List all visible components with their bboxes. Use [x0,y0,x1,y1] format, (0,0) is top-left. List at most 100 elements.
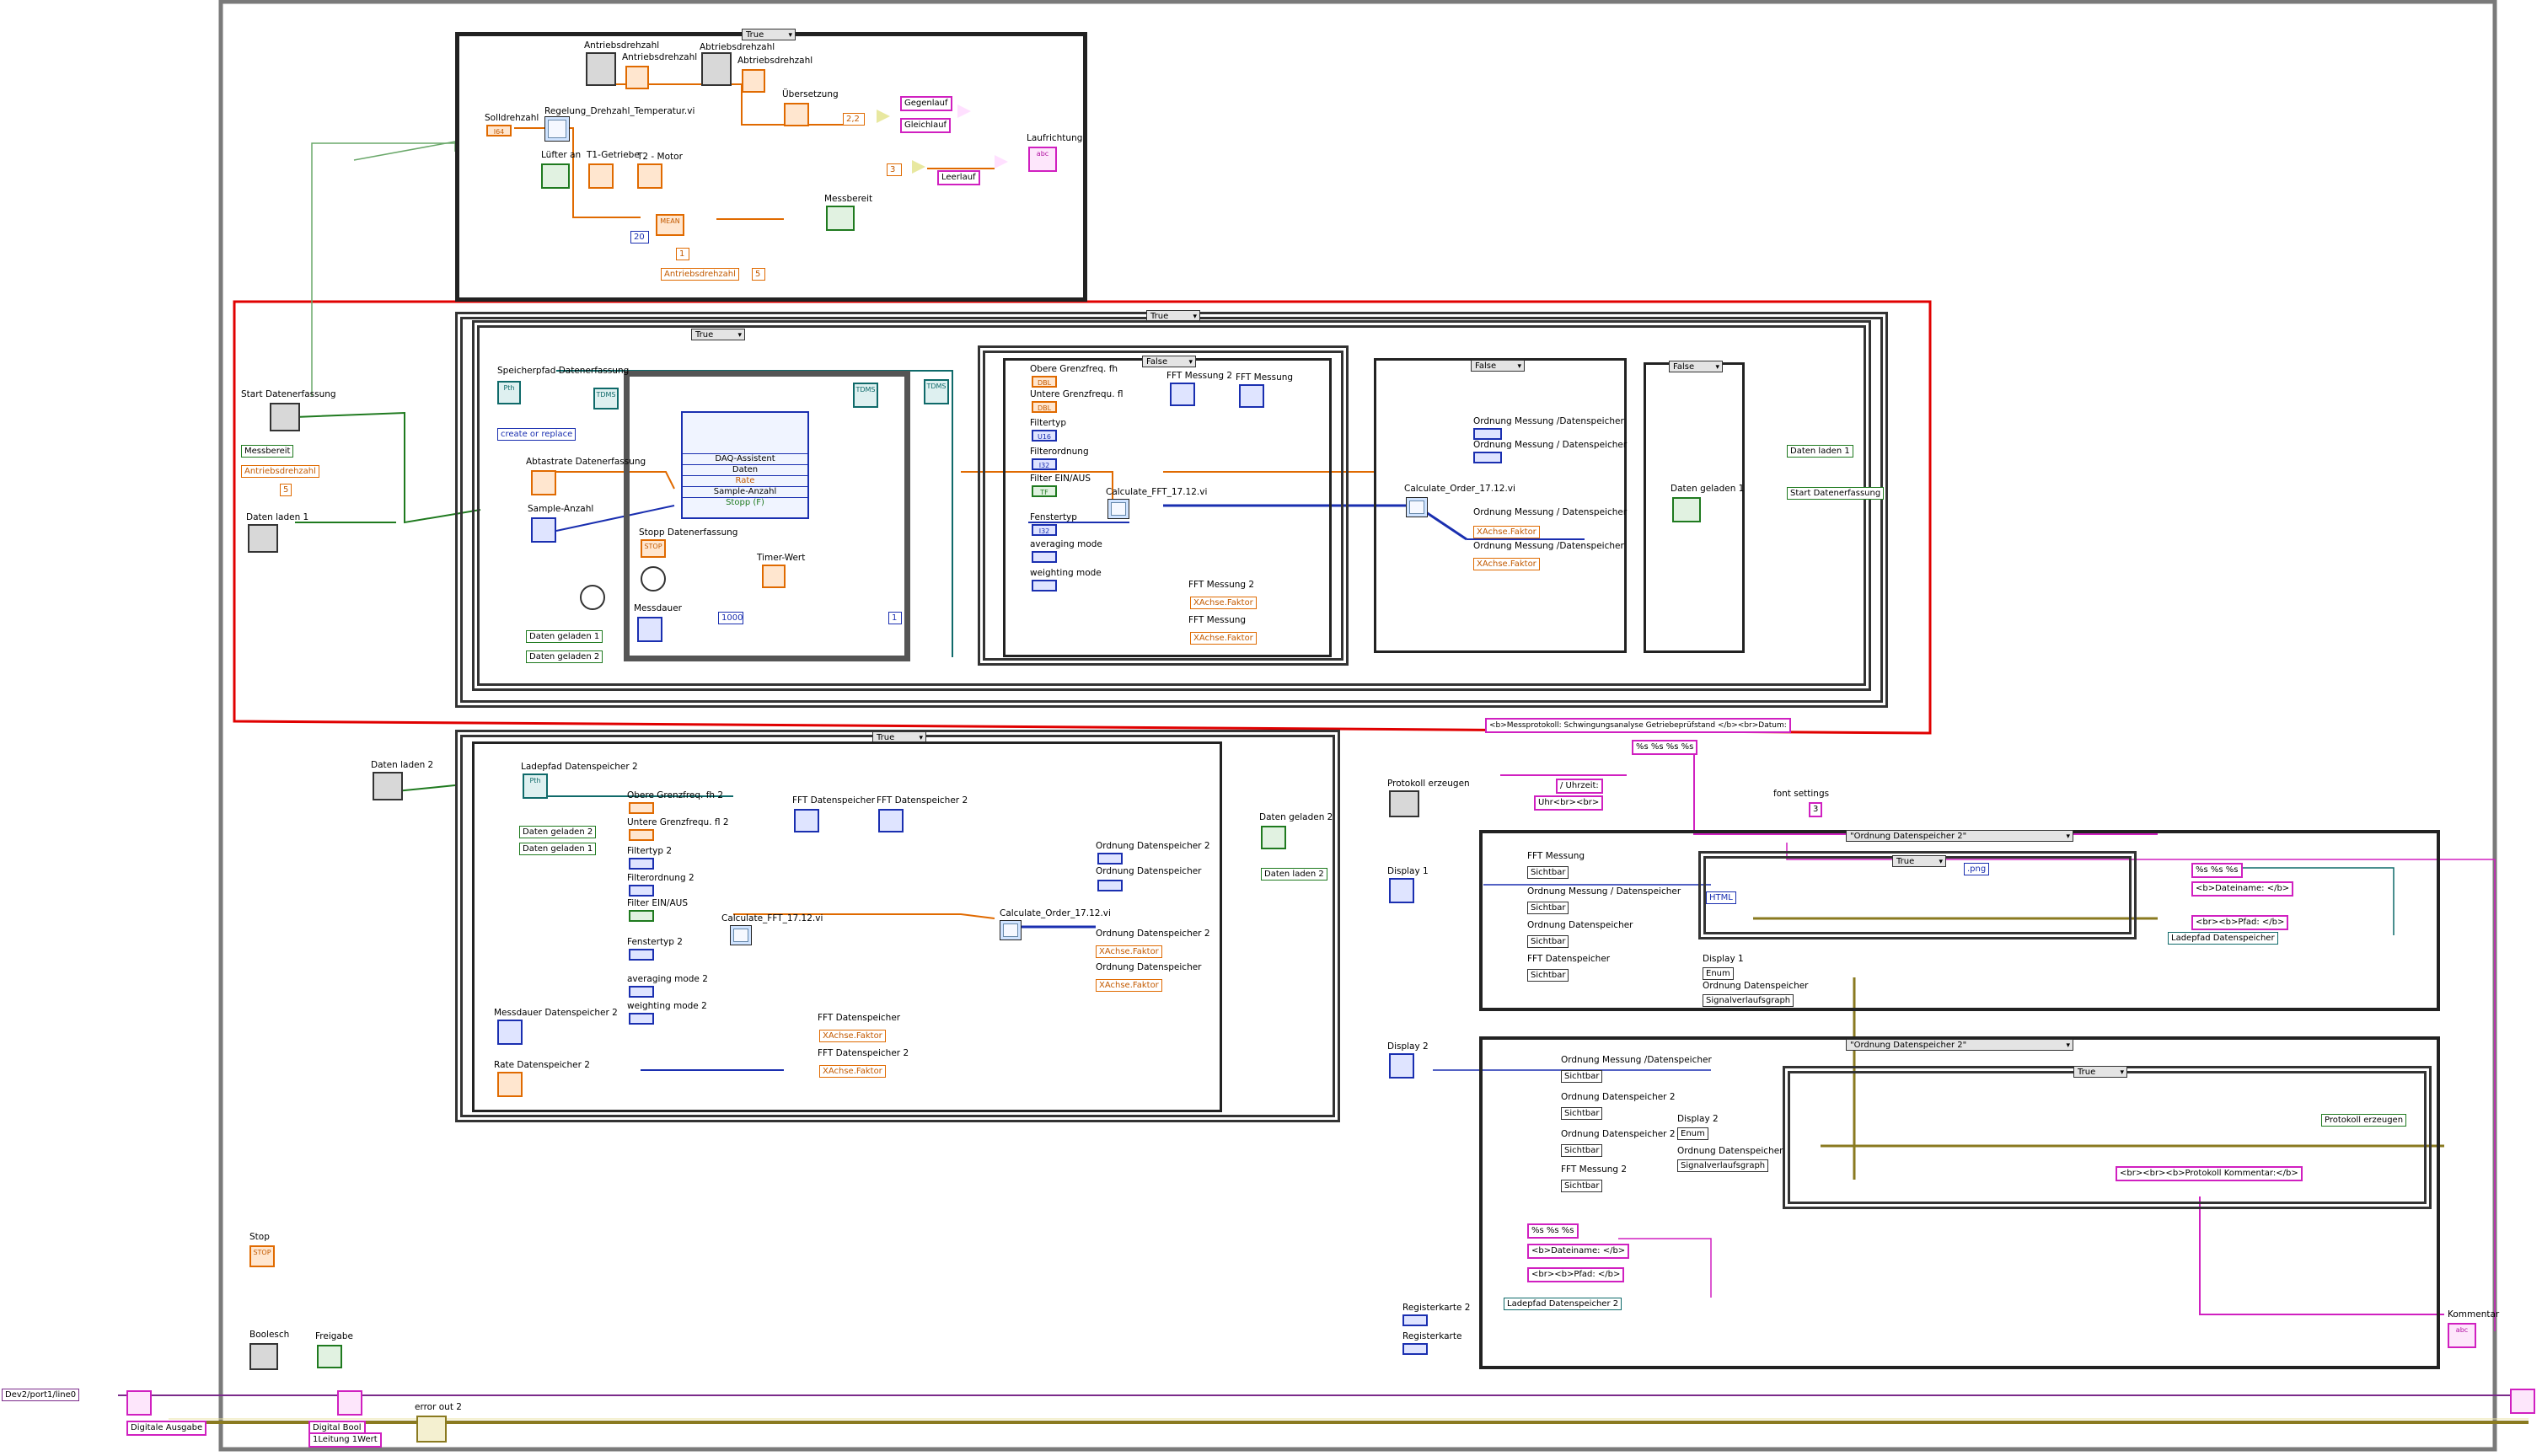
b-filtertyp-label: Filtertyp 2 [627,846,673,856]
signalverlauf-2: Signalverlaufsgraph [1677,1159,1769,1172]
b-filter-ein-control[interactable] [629,910,654,922]
calc-fft-vi[interactable] [1107,499,1129,519]
ord-2-graph [1473,452,1502,463]
ord-3-label: Ordnung Messung / Datenspeicher [1473,507,1628,517]
speicherpfad-control[interactable]: Pth [497,381,521,404]
fenstertyp-control[interactable]: I32 [1032,524,1057,536]
registerkarte-control[interactable] [1402,1343,1428,1355]
solldrehzahl-control[interactable]: I64 [486,125,512,136]
registerkarte2-control[interactable] [1402,1314,1428,1326]
fft-messung-2-graph [1170,383,1195,406]
mean-vi[interactable]: MEAN [656,214,684,236]
b-ord-ds2-graph [1097,853,1123,864]
filtertyp-control[interactable]: U16 [1032,430,1057,442]
order-case-selector[interactable]: False [1471,360,1525,372]
b-calc-fft-vi[interactable] [730,925,752,945]
ladepfad-ds-ref: Ladepfad Datenspeicher [2168,932,2278,945]
regelung-vi[interactable] [544,116,570,142]
daq-assistant[interactable]: DAQ-Assistent Daten Rate Sample-Anzahl S… [681,411,809,519]
daqmx-create[interactable] [126,1390,152,1416]
obere-control[interactable]: DBL [1032,376,1057,388]
digitale-ausgabe-label: Digitale Ausgabe [126,1421,207,1436]
timer-icon [641,566,666,592]
b-calc-order-vi[interactable] [1000,920,1022,940]
untere-control[interactable]: DBL [1032,401,1057,413]
b-xachse-1: XAchse.Faktor [1096,945,1162,958]
fft-messung-2-label: FFT Messung 2 [1166,371,1233,381]
b-averaging-control[interactable] [629,986,654,998]
stop-button[interactable]: STOP [249,1245,275,1267]
report-case-2 [1479,1036,2440,1369]
protokoll-erzeugen-ref: Protokoll erzeugen [2321,1114,2407,1127]
b-obere-control[interactable] [629,802,654,814]
protokoll-erzeugen-button[interactable] [1389,790,1419,817]
b-filterordnung-label: Filterordnung 2 [627,873,694,883]
daten-geladen-2-local: Daten geladen 2 [526,650,603,663]
b-ord-ds-label: Ordnung Datenspeicher [1096,866,1202,876]
t1-indicator [588,163,614,189]
b-fft-ds-label: FFT Datenspeicher [792,795,876,806]
report-case2-selector[interactable]: "Ordnung Datenspeicher 2" [1846,1039,2073,1052]
messbereit-indicator [826,206,855,231]
b-filterordnung-control[interactable] [629,885,654,897]
start-datenerfassung-button[interactable] [270,403,300,431]
freigabe-label: Freigabe [315,1331,353,1341]
fft-case-selector[interactable]: False [1142,356,1196,368]
load-case-selector[interactable]: False [1669,361,1723,373]
laufrichtung-indicator: abc [1028,147,1057,172]
messbereit-local: Messbereit [241,445,294,458]
b-rate-control[interactable] [497,1072,523,1097]
load-start: Start Datenerfassung [1787,487,1885,500]
daten-laden-2-button[interactable] [373,772,403,800]
sichtbar-5: Sichtbar [1561,1070,1603,1083]
tdms-open[interactable]: TDMS [593,388,619,410]
const-2-2: 2,2 [843,113,865,126]
daq-title: DAQ-Assistent [683,453,807,464]
report-inner2-selector[interactable]: True [2073,1066,2127,1079]
boolesch-label: Boolesch [249,1330,290,1340]
html-enum[interactable]: HTML [1706,891,1736,904]
averaging-control[interactable] [1032,551,1057,563]
boolesch-button[interactable] [249,1343,278,1370]
tdms-close[interactable]: TDMS [924,379,949,404]
daq-rate: Rate [683,475,807,486]
filterordnung-control[interactable]: I32 [1032,458,1057,470]
bottom-case [472,741,1222,1112]
ladepfad-control[interactable]: Pth [523,774,548,799]
compare-less-gate [912,160,925,174]
b-weighting-control[interactable] [629,1013,654,1025]
daten-laden-1-button[interactable] [248,524,278,553]
b-ord-ds2b-label: Ordnung Datenspeicher 2 [1096,929,1210,939]
fft-messung-label: FFT Messung [1236,372,1294,383]
b-untere-control[interactable] [629,829,654,841]
ord-1-graph [1473,428,1502,440]
abtastrate-control[interactable] [531,470,556,495]
antriebsdrehzahl-local: Antriebsdrehzahl [241,465,319,478]
report-case1-selector[interactable]: "Ordnung Datenspeicher 2" [1846,830,2073,843]
calc-order-vi[interactable] [1406,497,1428,517]
daqmx-clear[interactable] [2510,1389,2535,1414]
create-replace-enum[interactable]: create or replace [497,428,577,441]
daqmx-write[interactable] [337,1390,362,1416]
b-fenstertyp-control[interactable] [629,949,654,961]
sample-anzahl-label: Sample-Anzahl [528,504,594,514]
stopp-button[interactable]: STOP [641,539,666,558]
display1-control[interactable] [1389,878,1414,903]
tdms-write[interactable]: TDMS [853,383,878,408]
weighting-control[interactable] [1032,580,1057,592]
top-case-selector[interactable]: True [742,29,796,41]
obere-label: Obere Grenzfreq. fh [1030,364,1118,374]
b-filtertyp-control[interactable] [629,858,654,870]
display2-label: Display 2 [1387,1041,1429,1052]
filter-ein-control[interactable]: TF [1032,485,1057,497]
b-messdauer-control[interactable] [497,1020,523,1045]
kommentar-control[interactable]: abc [2448,1323,2476,1348]
bottom-daten-geladen-2: Daten geladen 2 [519,826,597,838]
report-inner1-selector[interactable]: True [1892,855,1946,868]
inner-case-selector[interactable]: True [691,329,745,341]
acq-inner-sequence [472,320,1871,691]
b-untere-label: Untere Grenzfrequ. fl 2 [627,817,729,827]
messdauer-control[interactable] [637,617,662,642]
display2-control[interactable] [1389,1053,1414,1079]
sample-anzahl-control[interactable] [531,517,556,543]
